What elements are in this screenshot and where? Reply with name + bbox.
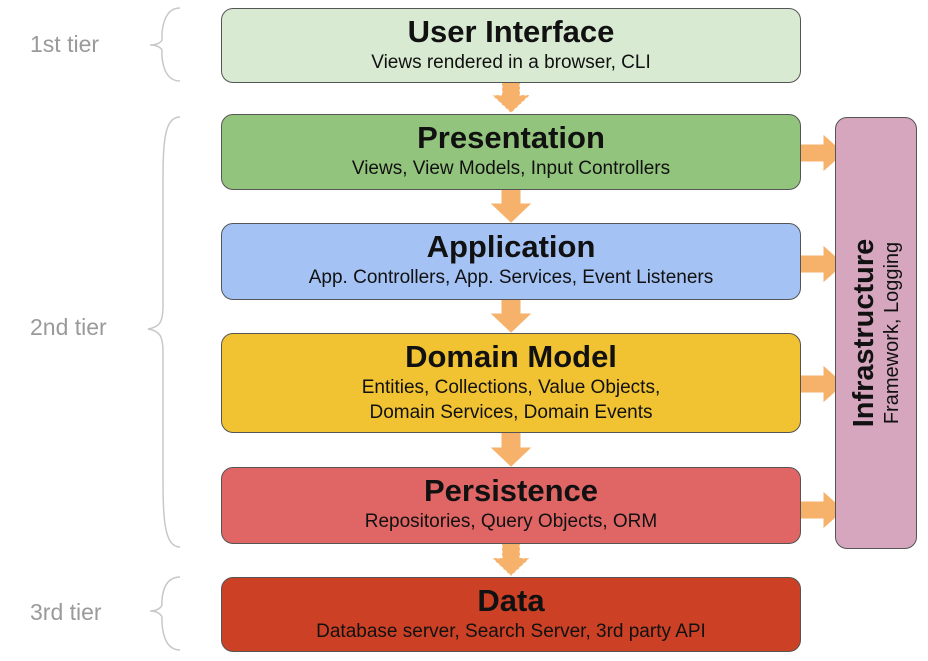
layer-title: Domain Model	[405, 339, 617, 374]
tier-brace-2	[147, 116, 181, 548]
arrow-application-to-domain	[490, 299, 532, 333]
layer-domain-model: Domain Model Entities, Collections, Valu…	[221, 333, 801, 433]
layer-description-line-1: Entities, Collections, Value Objects,	[361, 377, 661, 398]
layer-application: Application App. Controllers, App. Servi…	[221, 223, 801, 300]
tier-brace-3	[149, 576, 181, 651]
layer-title: Application	[426, 229, 596, 264]
infrastructure-title: Infrastructure	[848, 238, 880, 428]
layer-title: Persistence	[423, 473, 599, 508]
layer-description: App. Controllers, App. Services, Event L…	[308, 267, 714, 288]
tier-label-2nd: 2nd tier	[30, 314, 107, 340]
layer-presentation: Presentation Views, View Models, Input C…	[221, 114, 801, 190]
infrastructure-label: Infrastructure Framework, Logging	[848, 117, 904, 549]
layer-description: Database server, Search Server, 3rd part…	[316, 621, 706, 642]
tier-label-3rd: 3rd tier	[30, 599, 102, 625]
infrastructure-description: Framework, Logging	[881, 241, 903, 425]
layer-title: Data	[477, 583, 545, 618]
layer-persistence: Persistence Repositories, Query Objects,…	[221, 467, 801, 544]
arrow-domain-to-persistence	[490, 431, 532, 467]
arrow-persistence-to-data	[490, 542, 532, 577]
layer-data: Data Database server, Search Server, 3rd…	[221, 577, 801, 652]
layer-description-line-2: Domain Services, Domain Events	[369, 402, 653, 423]
arrow-presentation-to-application	[490, 189, 532, 223]
layer-description: Views rendered in a browser, CLI	[371, 52, 651, 73]
layer-infrastructure	[835, 117, 917, 549]
layer-description: Views, View Models, Input Controllers	[351, 158, 671, 179]
arrow-ui-to-presentation	[490, 81, 532, 114]
layer-title: User Interface	[407, 14, 615, 49]
layer-title: Presentation	[417, 120, 605, 155]
layer-description: Repositories, Query Objects, ORM	[364, 511, 658, 532]
tier-brace-1	[149, 7, 181, 82]
layer-user-interface: User Interface Views rendered in a brows…	[221, 8, 801, 83]
tier-label-1st: 1st tier	[30, 31, 100, 57]
